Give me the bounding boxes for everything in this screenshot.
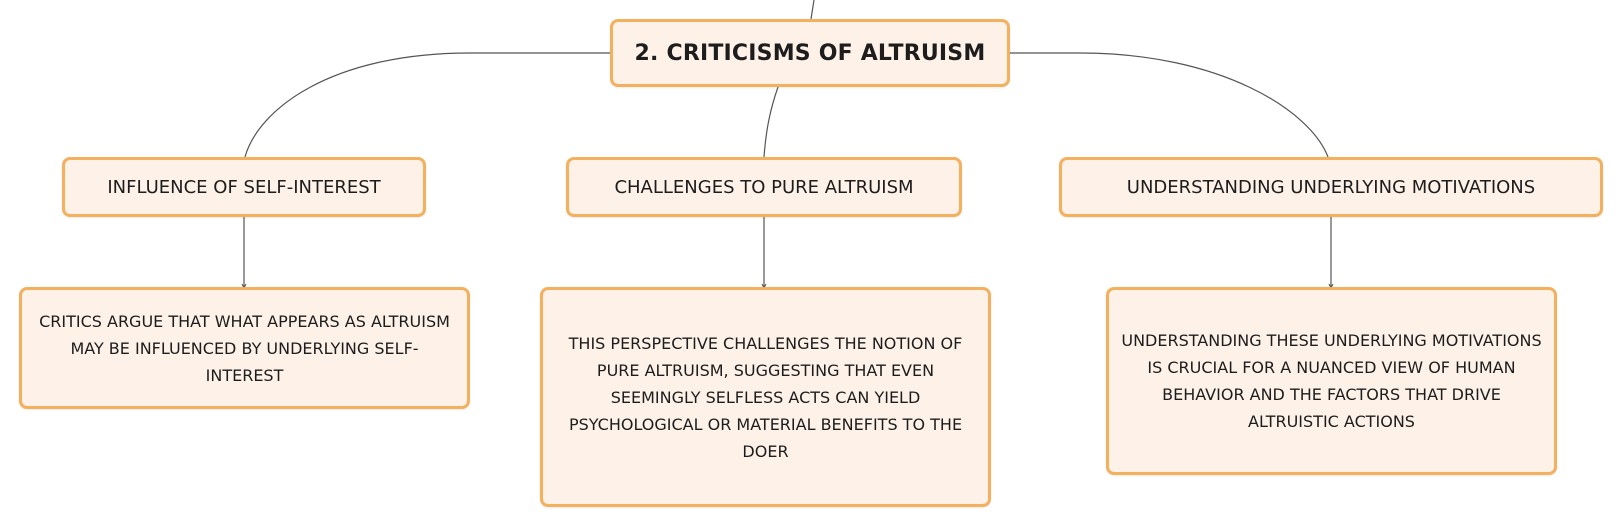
detail-node-pure-altruism[interactable]: THIS PERSPECTIVE CHALLENGES THE NOTION O… bbox=[540, 287, 991, 507]
detail-text: CRITICS ARGUE THAT WHAT APPEARS AS ALTRU… bbox=[39, 311, 450, 385]
topic-node-underlying-motivations[interactable]: UNDERSTANDING UNDERLYING MOTIVATIONS bbox=[1059, 157, 1603, 217]
root-node-label: 2. CRITICISMS OF ALTRUISM bbox=[634, 40, 986, 66]
connector-from-parent bbox=[810, 0, 815, 20]
detail-text: UNDERSTANDING THESE UNDERLYING MOTIVATIO… bbox=[1121, 331, 1542, 431]
root-node[interactable]: 2. CRITICISMS OF ALTRUISM bbox=[610, 19, 1010, 87]
topic-label: INFLUENCE OF SELF-INTEREST bbox=[107, 176, 381, 198]
topic-node-pure-altruism[interactable]: CHALLENGES TO PURE ALTRUISM bbox=[566, 157, 962, 217]
topic-label: CHALLENGES TO PURE ALTRUISM bbox=[614, 176, 914, 198]
detail-text: THIS PERSPECTIVE CHALLENGES THE NOTION O… bbox=[568, 333, 963, 461]
connector-root-to-topic-2 bbox=[763, 86, 779, 158]
connector-root-to-topic-1 bbox=[244, 52, 610, 158]
detail-node-underlying-motivations[interactable]: UNDERSTANDING THESE UNDERLYING MOTIVATIO… bbox=[1106, 287, 1557, 475]
detail-node-self-interest[interactable]: CRITICS ARGUE THAT WHAT APPEARS AS ALTRU… bbox=[19, 287, 470, 409]
connector-root-to-topic-3 bbox=[1010, 52, 1329, 158]
topic-label: UNDERSTANDING UNDERLYING MOTIVATIONS bbox=[1126, 176, 1536, 198]
topic-node-self-interest[interactable]: INFLUENCE OF SELF-INTEREST bbox=[62, 157, 426, 217]
